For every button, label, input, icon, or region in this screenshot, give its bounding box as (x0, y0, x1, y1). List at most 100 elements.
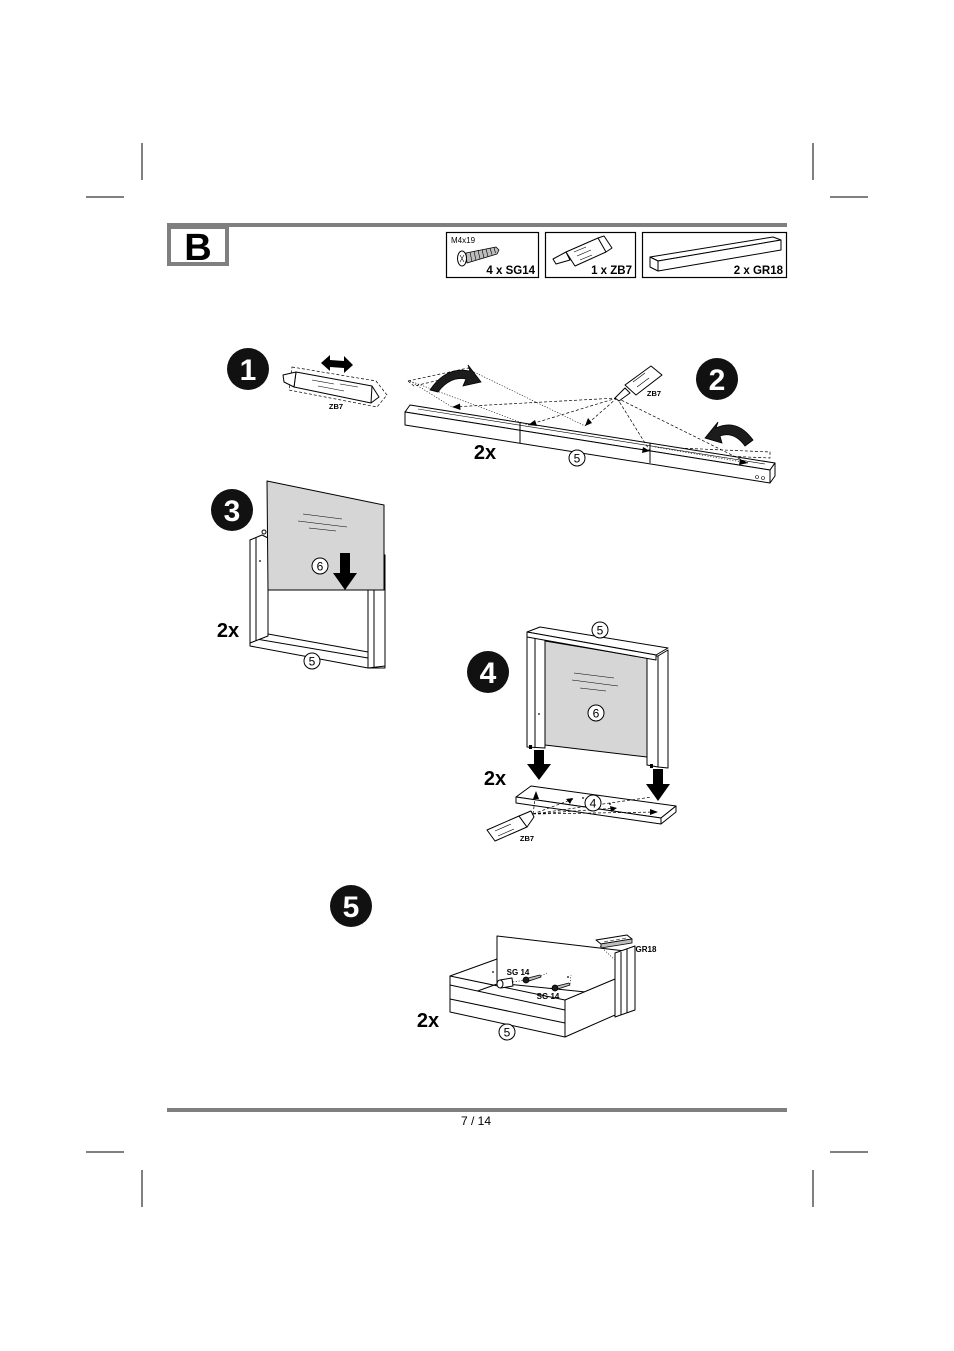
arrowhead-icon (533, 791, 539, 799)
frame-left-post (249, 534, 269, 644)
part-number-ring (584, 794, 602, 812)
board-hole (582, 797, 584, 799)
glue-tube-print (573, 246, 593, 261)
board-hole (761, 476, 765, 480)
board-end-face (769, 462, 776, 484)
part-number-badge: 5 (498, 1023, 516, 1041)
section-badge: B (167, 225, 229, 269)
part-label: 4 x SG14 (486, 265, 535, 277)
part-number-ring (568, 449, 586, 467)
part-number-badge: 5 (303, 652, 321, 670)
arrowhead-icon (610, 806, 617, 812)
glue-tube-print (311, 379, 359, 392)
glue-application-lines (532, 791, 658, 815)
glue-line (532, 791, 658, 815)
arrowhead-icon (739, 459, 748, 465)
step-number: 4 (480, 657, 497, 690)
guide-line (512, 945, 616, 985)
cabinet-dowel (529, 745, 532, 749)
glue-tube-nozzle (614, 387, 631, 402)
panel-reflection (297, 513, 348, 532)
arrow-down-icon (527, 750, 551, 780)
arrowhead-icon (566, 798, 573, 804)
step-number: 5 (343, 891, 360, 924)
screw-head (551, 984, 559, 992)
dowel-icon (496, 977, 514, 989)
step-number: 3 (224, 495, 241, 528)
part-label: 1 x ZB7 (591, 265, 632, 277)
board-end-face (660, 805, 677, 825)
screw-head (522, 976, 530, 984)
glue-tube-nozzle (282, 371, 297, 388)
glue-tube-icon (614, 365, 663, 402)
glue-label: ZB7 (329, 402, 343, 411)
glue-tube-crimp (597, 237, 607, 253)
board-groove (417, 408, 766, 465)
arrowhead-icon (528, 420, 537, 426)
glue-label: ZB7 (520, 834, 534, 843)
rail-icon (595, 934, 633, 949)
glue-tube-body (624, 365, 663, 396)
part-number: 5 (309, 655, 316, 669)
step-badge-circle (211, 489, 253, 531)
part-number-ring (311, 557, 329, 575)
part-number-badge: 5 (568, 449, 586, 467)
glue-tube-body (293, 371, 380, 404)
frame-hole (259, 560, 261, 562)
drawer-outer-side (614, 945, 636, 1018)
board-5 (404, 404, 776, 484)
part-number: 5 (597, 624, 604, 638)
glue-line (451, 397, 749, 464)
arrowhead-icon (650, 809, 658, 815)
step-1-badge: 1 (227, 348, 269, 390)
step-2-badge: 2 (696, 358, 738, 400)
dowel-end (496, 979, 504, 989)
step-badge-circle (467, 651, 509, 693)
screw-icon (551, 982, 571, 992)
part-spec: M4x19 (451, 236, 476, 245)
drawer-hole (567, 976, 569, 978)
screw-thread (469, 247, 496, 263)
part-number-ring (587, 704, 605, 722)
part-number-badge: 6 (587, 704, 605, 722)
step-badge-circle (227, 348, 269, 390)
frame-opening (267, 590, 369, 653)
part-card-gr18: 2 x GR18 (641, 231, 788, 279)
drawer-side-edge (620, 949, 628, 1015)
part-number-ring (498, 1023, 516, 1041)
glue-tube-nozzle (552, 251, 571, 265)
drawer-hole (492, 971, 494, 973)
step-5-badge: 5 (330, 885, 372, 927)
screw-head-cross (459, 254, 465, 263)
quantity-label: 2x (474, 442, 496, 464)
glue-tube-nozzle (518, 810, 535, 828)
part-number-ring (591, 621, 609, 639)
rail-hatch (603, 937, 627, 943)
cabinet-dowel (650, 764, 653, 768)
glue-tube-crimp (370, 385, 373, 404)
arrowhead-icon (452, 403, 461, 410)
part-number: 5 (504, 1026, 511, 1040)
panel-surface (544, 640, 648, 758)
drawer-assembly (449, 935, 636, 1038)
screw-label: SG 14 (537, 992, 560, 1001)
arrowhead-icon (642, 447, 650, 453)
cabinet-left-side (526, 633, 546, 749)
cabinet-hole (538, 713, 540, 715)
step-badge-circle (330, 885, 372, 927)
quantity-label: 2x (417, 1010, 439, 1032)
panel-6 (266, 480, 385, 591)
quantity-label: 2x (217, 620, 239, 642)
guide-line (409, 371, 749, 464)
step-2: 2 ZB7 (404, 358, 776, 484)
cabinet-top-front (526, 631, 657, 661)
panel-surface (266, 480, 385, 591)
glue-application-lines (409, 371, 749, 465)
step-5: 5 G (330, 885, 657, 1041)
part-number-badge: 4 (584, 794, 602, 812)
cabinet-right-side-depth (657, 649, 669, 769)
arrowhead-icon (585, 418, 592, 426)
section-box (167, 225, 229, 266)
drawer-groove (449, 998, 566, 1024)
